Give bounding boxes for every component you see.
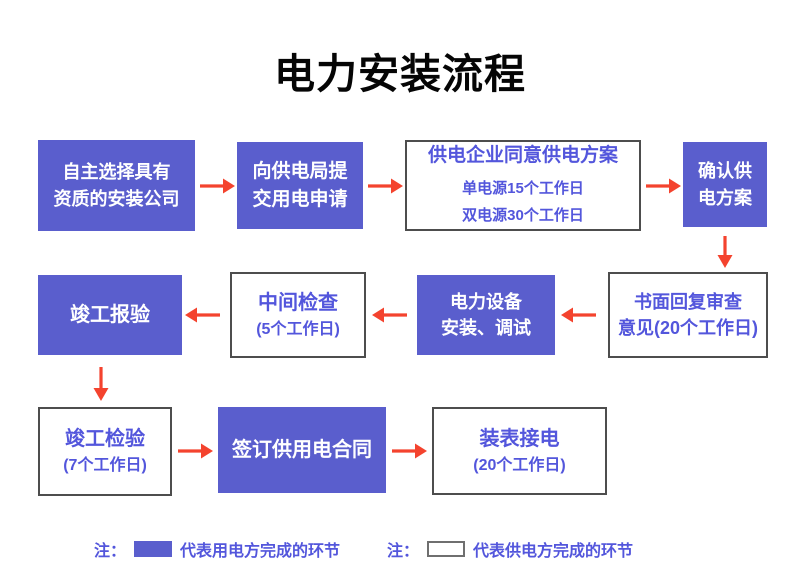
step-line: 确认供 [698, 161, 752, 182]
step-title: 中间检查 [258, 291, 338, 314]
step-line: 资质的安装公司 [53, 188, 180, 209]
flow-step-meter-connection: 装表接电 (20个工作日) [432, 407, 607, 495]
flow-step-completion-report: 竣工报验 [38, 275, 182, 355]
step-line: 意见(20个工作日) [617, 318, 758, 338]
arrow-right-icon [368, 178, 403, 194]
step-line: 向供电局提 [252, 160, 348, 182]
flow-step-submit-application: 向供电局提 交用电申请 [237, 142, 363, 229]
step-title: 竣工报验 [70, 303, 150, 326]
page-title: 电力安装流程 [274, 51, 526, 97]
step-line: 交用电申请 [252, 188, 348, 210]
step-title: 竣工检验 [65, 428, 145, 451]
step-line: 电力设备 [450, 291, 522, 312]
step-line: 书面回复审查 [634, 291, 742, 312]
step-line: 安装、调试 [441, 318, 531, 338]
legend-note-label: 注： [387, 543, 420, 560]
legend-purple-swatch [134, 541, 173, 557]
legend-note-label: 注： [94, 543, 127, 560]
arrow-down-icon [717, 236, 733, 268]
step-title: 签订供用电合同 [232, 438, 372, 461]
flow-step-choose-company: 自主选择具有 资质的安装公司 [38, 140, 195, 231]
arrow-right-icon [178, 443, 213, 459]
arrow-left-icon [372, 307, 407, 323]
arrow-down-icon [93, 367, 109, 401]
step-line: 电方案 [698, 187, 752, 208]
step-note: (5个工作日) [256, 320, 340, 338]
step-note: 单电源15个工作日 [462, 180, 584, 198]
step-note: 双电源30个工作日 [462, 207, 584, 225]
flow-step-confirm-plan: 确认供 电方案 [683, 142, 767, 227]
step-title: 装表接电 [479, 427, 560, 450]
legend-text: 代表供电方完成的环节 [473, 543, 634, 560]
flow-step-plan-approval: 供电企业同意供电方案 单电源15个工作日 双电源30个工作日 [405, 140, 641, 231]
step-note: (7个工作日) [63, 457, 147, 475]
legend-text: 代表用电方完成的环节 [180, 543, 341, 560]
arrow-left-icon [561, 307, 596, 323]
step-note: (20个工作日) [473, 456, 566, 474]
legend-customer: 注： 代表用电方完成的环节 [94, 537, 340, 561]
arrow-right-icon [200, 178, 235, 194]
arrow-right-icon [392, 443, 427, 459]
arrow-left-icon [185, 307, 220, 323]
flow-step-written-reply: 书面回复审查 意见(20个工作日) [608, 272, 768, 358]
step-line: 自主选择具有 [62, 162, 171, 183]
flow-step-completion-inspection: 竣工检验 (7个工作日) [38, 407, 172, 496]
flow-step-equipment-install: 电力设备 安装、调试 [417, 275, 555, 355]
flow-step-interim-inspection: 中间检查 (5个工作日) [230, 272, 366, 358]
legend-supplier: 注： 代表供电方完成的环节 [387, 537, 633, 561]
step-title: 供电企业同意供电方案 [427, 144, 618, 166]
flow-step-sign-contract: 签订供用电合同 [218, 407, 386, 493]
arrow-right-icon [646, 178, 681, 194]
legend-white-swatch [427, 541, 466, 557]
